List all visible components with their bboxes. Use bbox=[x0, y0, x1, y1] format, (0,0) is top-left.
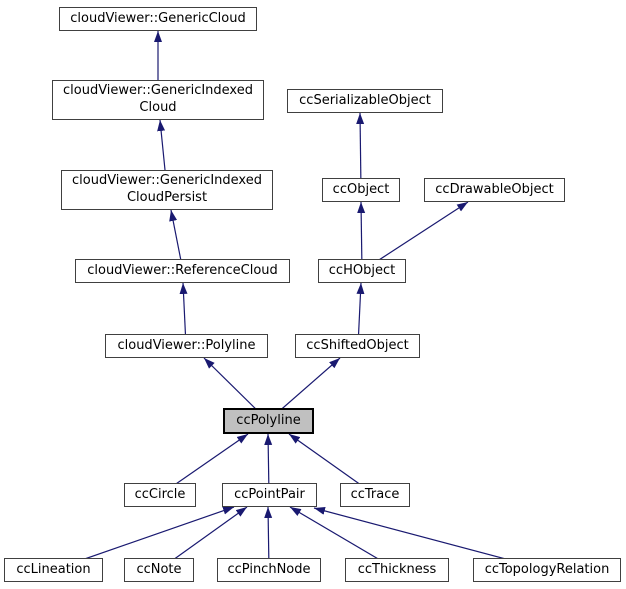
edge-cc-object-to-cc-serializable-object bbox=[356, 112, 365, 191]
node-reference-cloud[interactable]: cloudViewer::ReferenceCloud bbox=[75, 259, 290, 283]
node-cc-hobject[interactable]: ccHObject bbox=[318, 259, 406, 283]
node-polyline[interactable]: cloudViewer::Polyline bbox=[105, 334, 268, 358]
node-generic-indexed-cloud-persist[interactable]: cloudViewer::GenericIndexed CloudPersist bbox=[61, 170, 273, 210]
node-cc-shifted-object[interactable]: ccShiftedObject bbox=[295, 334, 420, 358]
node-cc-serializable-object[interactable]: ccSerializableObject bbox=[287, 89, 443, 113]
node-generic-indexed-cloud[interactable]: cloudViewer::GenericIndexed Cloud bbox=[52, 80, 264, 120]
node-cc-note[interactable]: ccNote bbox=[124, 558, 194, 582]
node-cc-topology-relation[interactable]: ccTopologyRelation bbox=[473, 558, 621, 582]
node-cc-object[interactable]: ccObject bbox=[322, 178, 400, 202]
node-cc-drawable-object[interactable]: ccDrawableObject bbox=[424, 178, 565, 202]
node-cc-polyline: ccPolyline bbox=[223, 408, 314, 434]
node-cc-thickness[interactable]: ccThickness bbox=[345, 558, 449, 582]
node-cc-trace[interactable]: ccTrace bbox=[340, 483, 410, 507]
node-cc-pinch-node[interactable]: ccPinchNode bbox=[217, 558, 321, 582]
node-generic-cloud[interactable]: cloudViewer::GenericCloud bbox=[59, 7, 257, 31]
node-cc-lineation[interactable]: ccLineation bbox=[4, 558, 103, 582]
node-cc-circle[interactable]: ccCircle bbox=[124, 483, 196, 507]
node-cc-point-pair[interactable]: ccPointPair bbox=[222, 483, 317, 507]
